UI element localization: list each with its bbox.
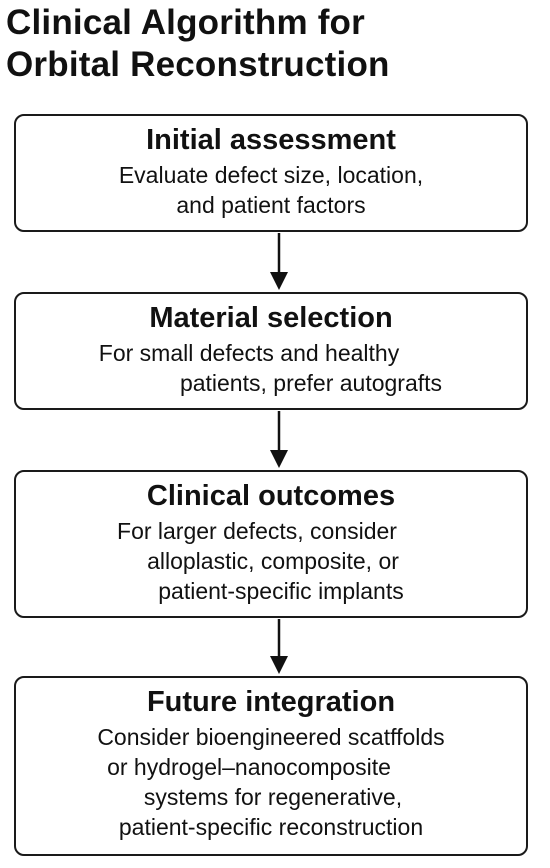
step-text-line: patient-specific reconstruction	[118, 814, 424, 840]
step-text-line: or hydrogel–nanocomposite	[107, 754, 391, 780]
step-heading: Material selection	[149, 302, 393, 334]
step-box-clinical-outcomes: Clinical outcomes For larger defects, co…	[14, 470, 528, 618]
step-heading: Future integration	[146, 686, 396, 718]
step-text-line: alloplastic, composite, or	[147, 548, 399, 574]
step-text-line: For small defects and healthy	[98, 340, 400, 366]
arrow-down-icon	[270, 411, 288, 468]
title-line-1: Clinical Algorithm for	[6, 3, 365, 42]
step-box-material-selection: Material selection For small defects and…	[14, 292, 528, 410]
step-text-line: systems for regenerative,	[143, 784, 403, 810]
step-heading: Initial assessment	[146, 124, 396, 156]
step-box-future-integration: Future integration Consider bioengineere…	[14, 676, 528, 856]
diagram-title: Clinical Algorithm for Orbital Reconstru…	[6, 2, 546, 86]
step-text-line: Consider bioengineered scatffolds	[97, 724, 445, 750]
step-heading: Clinical outcomes	[146, 480, 396, 512]
step-text-line: Evaluate defect size, location,	[118, 162, 424, 188]
step-text-line: and patient factors	[176, 192, 366, 218]
arrow-down-icon	[270, 233, 288, 290]
step-text-line: For larger defects, consider	[117, 518, 397, 544]
step-text-line: patients, prefer autografts	[179, 370, 443, 396]
title-line-2: Orbital Reconstruction	[6, 45, 390, 84]
step-text-line: patient-specific implants	[158, 578, 404, 604]
step-box-initial-assessment: Initial assessment Evaluate defect size,…	[14, 114, 528, 232]
arrow-down-icon	[270, 619, 288, 674]
